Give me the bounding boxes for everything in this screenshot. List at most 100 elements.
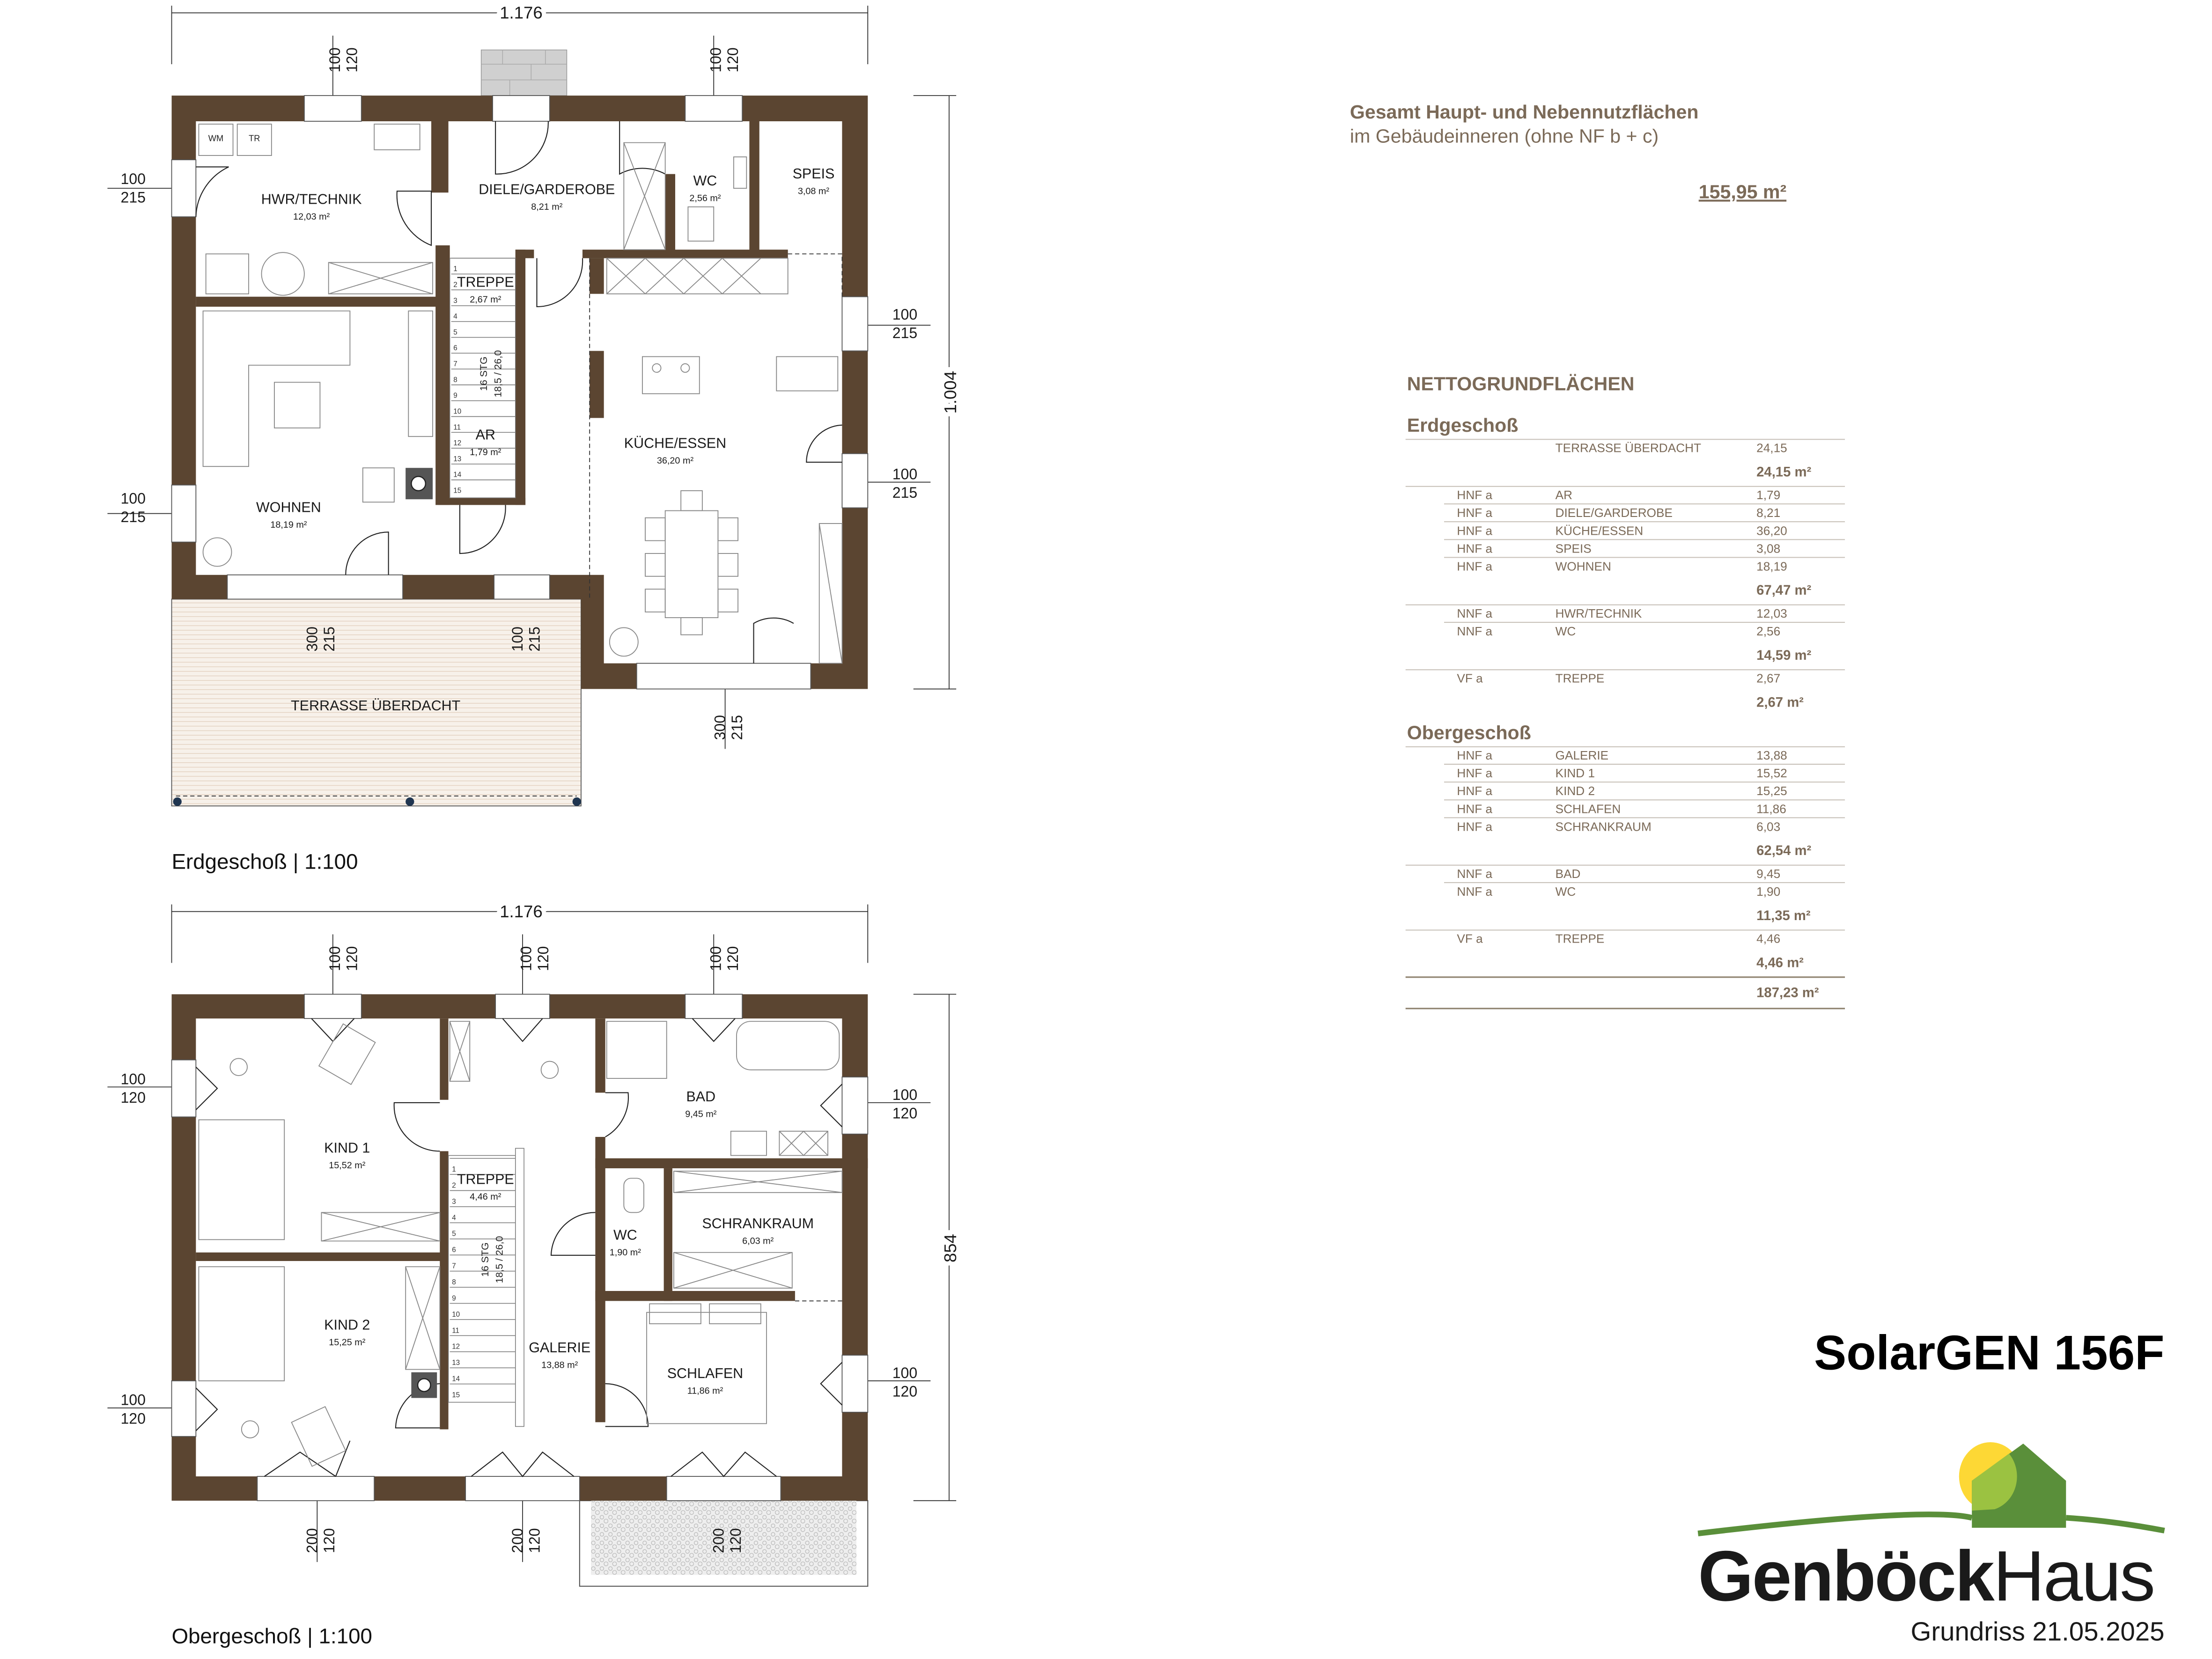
windows [171, 95, 869, 690]
brand-bold: Genböck [1698, 1536, 1995, 1616]
group-total: 2,67 m² [1756, 695, 1804, 710]
row-category: HNF a [1457, 766, 1492, 780]
stair-step-number: 2 [452, 1181, 456, 1189]
stair-step-number: 1 [452, 1165, 456, 1173]
plan-caption: Obergeschoß | 1:100 [172, 1624, 372, 1648]
section-title: Obergeschoß [1407, 722, 1531, 743]
opening-width: 100 [509, 627, 526, 651]
room-area: 8,21 m² [531, 202, 563, 212]
room-area: 3,08 m² [798, 186, 830, 196]
stair-step-number: 11 [453, 423, 461, 431]
row-room: TERRASSE ÜBERDACHT [1556, 441, 1701, 455]
opening-height: 120 [526, 1528, 543, 1553]
brand-light: Haus [1993, 1536, 2154, 1616]
stair-step-number: 14 [452, 1375, 460, 1383]
room-name: HWR/TECHNIK [261, 192, 362, 207]
row-room: TREPPE [1556, 932, 1605, 946]
stair-step-number: 13 [453, 455, 461, 463]
room-area: 9,45 m² [685, 1109, 717, 1119]
row-area: 3,08 [1756, 541, 1780, 555]
summary-subtitle: im Gebäudeinneren (ohne NF b + c) [1350, 125, 1659, 147]
opening-height: 120 [344, 946, 361, 971]
area-summary: Gesamt Haupt- und Nebennutzflächen im Ge… [1350, 101, 1786, 203]
plant-icon [609, 627, 639, 657]
opening-width: 100 [326, 946, 343, 971]
room-name: KIND 1 [324, 1140, 370, 1156]
opening-height: 120 [892, 1383, 917, 1400]
stair-step-number: 4 [452, 1214, 456, 1222]
row-area: 4,46 [1756, 932, 1780, 946]
row-category: HNF a [1457, 819, 1492, 833]
genboeck-haus-logo: GenböckHaus Grundriss 21.05.2025 [1697, 1442, 2165, 1646]
stair-ratio: 18,5 / 26,0 [494, 1236, 505, 1283]
opening-width: 200 [303, 1528, 320, 1553]
row-category: HNF a [1457, 524, 1492, 538]
opening-height: 120 [724, 946, 741, 971]
row-area: 11,86 [1756, 802, 1786, 816]
terrace-post [406, 797, 414, 806]
row-room: HWR/TECHNIK [1556, 606, 1642, 620]
stair-step-number: 5 [452, 1230, 456, 1238]
room-name: SCHRANKRAUM [702, 1216, 814, 1231]
row-room: GALERIE [1556, 748, 1609, 762]
row-room: DIELE/GARDEROBE [1556, 506, 1673, 520]
project-name: SolarGEN 156F [1814, 1326, 2164, 1380]
room-area: 11,86 m² [687, 1386, 723, 1396]
opening-height: 215 [892, 484, 917, 501]
opening-height: 120 [344, 47, 361, 72]
stair-step-number: 13 [452, 1359, 460, 1367]
opening-width: 100 [707, 946, 724, 971]
stair-step-number: 14 [453, 471, 461, 479]
row-category: HNF a [1457, 748, 1492, 762]
opening-height: 215 [729, 715, 745, 740]
row-category: NNF a [1457, 624, 1492, 638]
row-room: SCHRANKRAUM [1556, 819, 1652, 833]
stair-step-number: 12 [452, 1343, 460, 1351]
stair-step-number: 6 [453, 344, 457, 352]
opening-width: 100 [707, 47, 724, 72]
room-name: BAD [686, 1089, 716, 1105]
opening-width: 100 [121, 1392, 146, 1408]
room-area: 2,56 m² [689, 193, 721, 204]
opening-height: 120 [727, 1528, 744, 1553]
opening-width: 200 [509, 1528, 526, 1553]
row-room: AR [1556, 488, 1572, 502]
terrace-deck [171, 598, 582, 807]
height-dimension: 1.004 [941, 371, 960, 413]
room-name: WOHNEN [256, 500, 321, 516]
room-area: 6,03 m² [742, 1236, 774, 1246]
table-title: NETTOGRUNDFLÄCHEN [1407, 373, 1635, 394]
stair-step-number: 3 [453, 297, 457, 305]
row-category: HNF a [1457, 541, 1492, 555]
room-name: AR [476, 427, 495, 442]
stair-count: 16 STG [479, 1242, 491, 1276]
row-room: WOHNEN [1556, 559, 1611, 573]
room-area: 12,03 m² [293, 212, 330, 222]
stair-step-number: 7 [453, 360, 457, 368]
opening-height: 215 [526, 627, 543, 651]
opening-height: 120 [535, 946, 552, 971]
row-area: 24,15 [1756, 441, 1787, 455]
opening-height: 120 [321, 1528, 338, 1553]
room-name: TERRASSE ÜBERDACHT [291, 698, 460, 714]
row-category: NNF a [1457, 606, 1492, 620]
room-area: 4,46 m² [470, 1192, 501, 1202]
room-name: TREPPE [457, 274, 514, 290]
stair-step-number: 8 [452, 1278, 456, 1286]
stair-step-number: 15 [453, 487, 461, 495]
room-area: 15,25 m² [329, 1337, 366, 1348]
stair-step-number: 5 [453, 328, 457, 336]
row-area: 12,03 [1756, 606, 1787, 620]
width-dimension: 1.176 [500, 3, 542, 22]
row-category: HNF a [1457, 488, 1492, 502]
door-swings [195, 121, 843, 664]
row-area: 9,45 [1756, 867, 1780, 881]
row-area: 15,25 [1756, 784, 1787, 798]
row-room: WC [1556, 885, 1576, 899]
row-room: KÜCHE/ESSEN [1556, 524, 1644, 538]
row-area: 8,21 [1756, 506, 1780, 520]
